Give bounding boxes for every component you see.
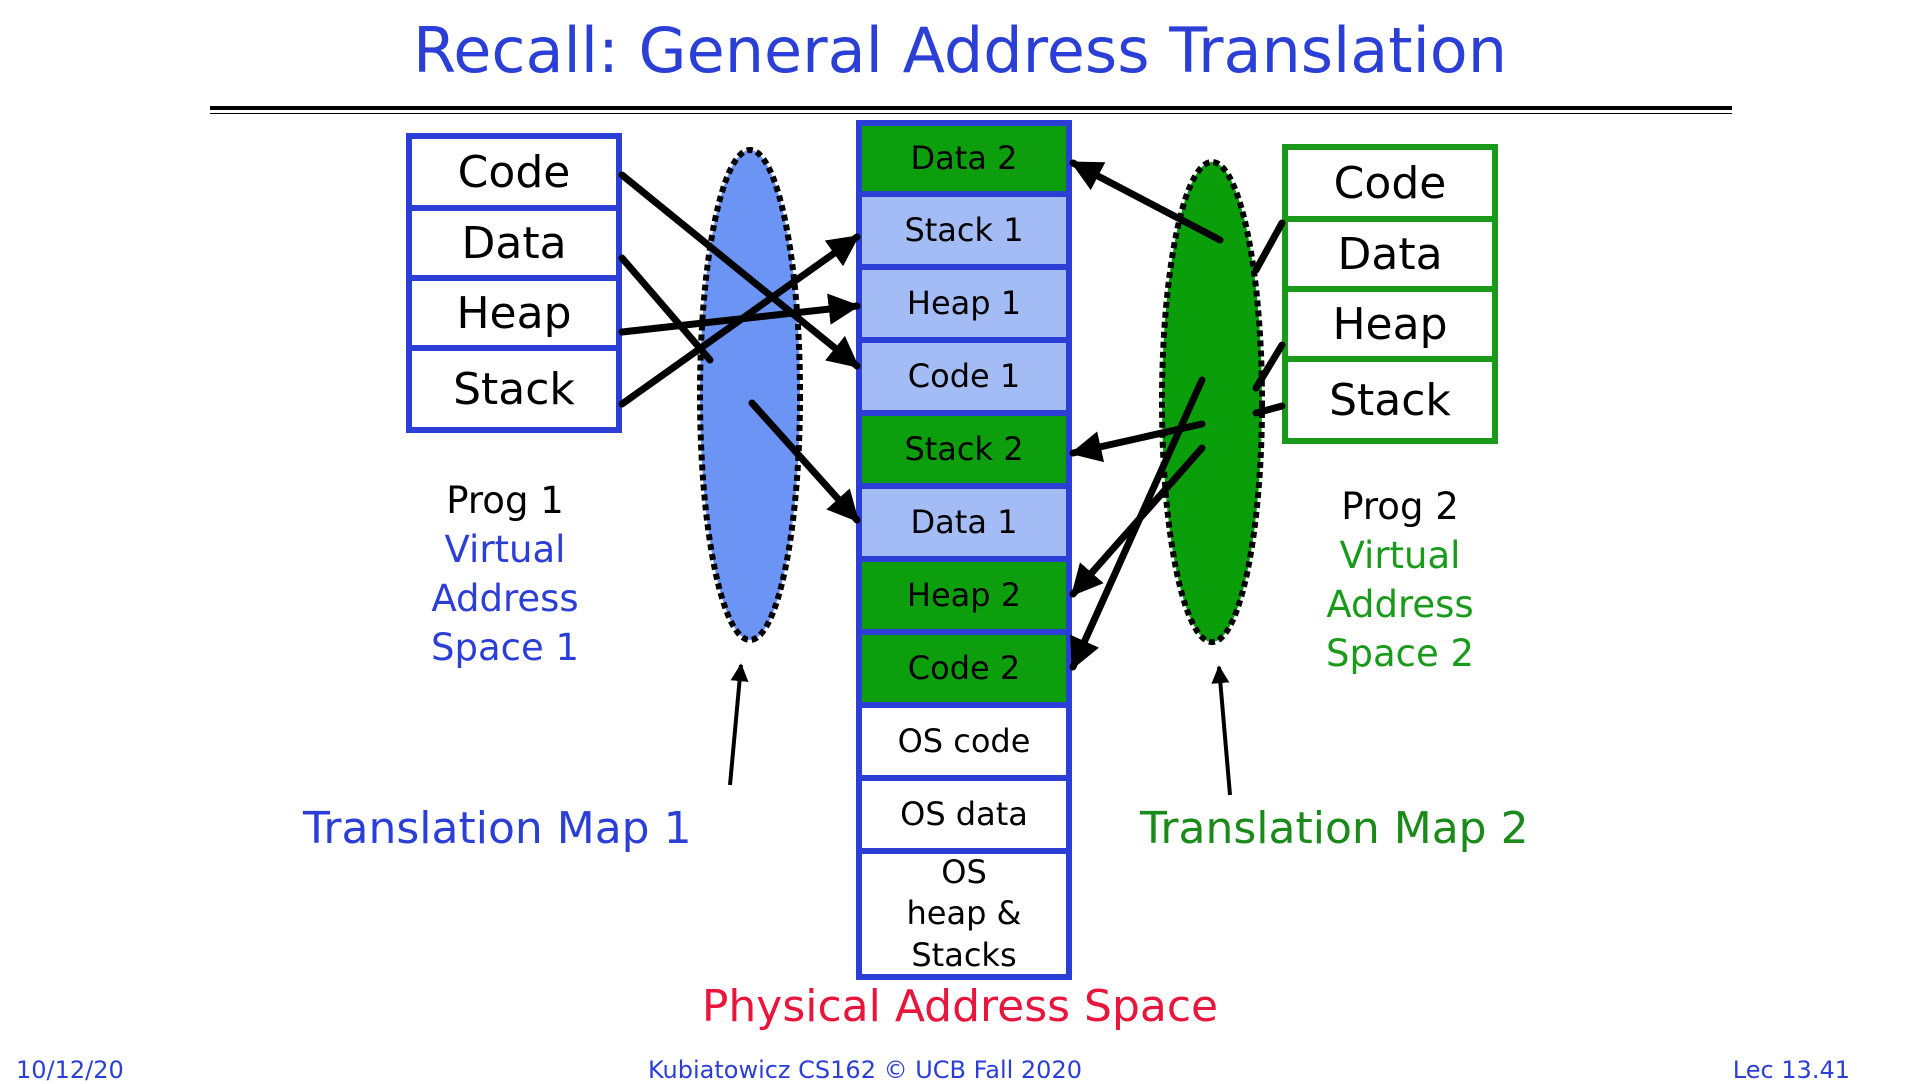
prog2-label-virtual: Virtual [1339, 534, 1461, 577]
prog2-label-address: Address [1326, 583, 1474, 626]
prog1-label-virtual: Virtual [444, 528, 566, 571]
phys-cell-os-heap-stacks: OS heap & Stacks [862, 853, 1066, 974]
map2-line-code-to-code2 [1069, 376, 1206, 671]
map2-line-heap-stub [1252, 341, 1286, 392]
translation-map-2-label: Translation Map 2 [1140, 803, 1529, 854]
footer-center: Kubiatowicz CS162 © UCB Fall 2020 [647, 1056, 1082, 1084]
map1-arrows [618, 171, 861, 524]
title-rule-thin [210, 113, 1732, 114]
prog1-name: Prog 1 [446, 479, 564, 522]
translation-map-2-ellipse [1159, 159, 1265, 645]
phys-cell-heap-1: Heap 1 [862, 270, 1066, 337]
prog1-label-space: Space 1 [430, 626, 580, 669]
prog2-segment-stack: Stack [1288, 362, 1492, 438]
phys-cell-code-1: Code 1 [862, 343, 1066, 410]
prog2-segment-data: Data [1288, 222, 1492, 286]
prog1-segment-stack: Stack [412, 351, 616, 427]
translation-map-1-label: Translation Map 1 [303, 803, 692, 854]
phys-cell-data-2: Data 2 [862, 126, 1066, 191]
footer-lecture: Lec 13.41 [1732, 1056, 1850, 1084]
prog2-segment-heap: Heap [1288, 292, 1492, 356]
map1-line-data-to-data1-b [748, 399, 861, 524]
phys-cell-data-1: Data 1 [862, 489, 1066, 556]
map2-line-code-stub [1252, 219, 1286, 274]
prog1-label-address: Address [431, 577, 579, 620]
map2-arrows [1069, 159, 1286, 671]
prog2-segment-code: Code [1288, 150, 1492, 216]
phys-cell-stack-2: Stack 2 [862, 416, 1066, 483]
phys-cell-heap-2: Heap 2 [862, 562, 1066, 629]
footer-date: 10/12/20 [16, 1056, 124, 1084]
map1-line-stack-to-stack1 [618, 233, 861, 408]
phys-cell-code-2: Code 2 [862, 635, 1066, 702]
physical-address-space: Data 2 Stack 1 Heap 1 Code 1 Stack 2 Dat… [856, 120, 1072, 980]
map1-line-data-to-data1-a [618, 254, 714, 364]
map2-line-stack-stub [1252, 402, 1286, 417]
slide-title: Recall: General Address Translation [412, 14, 1508, 87]
prog1-segment-code: Code [412, 139, 616, 205]
phys-cell-os-data: OS data [862, 781, 1066, 848]
map2-line-data-to-data2 [1069, 159, 1224, 244]
phys-cell-os-code: OS code [862, 708, 1066, 775]
prog1-segment-heap: Heap [412, 281, 616, 345]
map1-line-code-to-code1 [618, 171, 861, 370]
title-rule-thick [210, 106, 1732, 110]
phys-cell-stack-1: Stack 1 [862, 197, 1066, 264]
prog2-label: Prog 2 Virtual Address Space 2 [1290, 482, 1510, 678]
physical-address-space-label: Physical Address Space [701, 981, 1219, 1032]
prog2-label-space: Space 2 [1325, 632, 1475, 675]
map1-pointer-arrow [728, 663, 749, 786]
prog1-label: Prog 1 Virtual Address Space 1 [395, 476, 615, 672]
prog2-name: Prog 2 [1341, 485, 1459, 528]
prog1-segment-data: Data [412, 211, 616, 275]
prog2-virtual-address-space: Code Data Heap Stack [1282, 144, 1498, 444]
translation-map-1-ellipse [697, 147, 803, 643]
prog1-virtual-address-space: Code Data Heap Stack [406, 133, 622, 433]
map2-pointer-arrow [1211, 665, 1232, 796]
